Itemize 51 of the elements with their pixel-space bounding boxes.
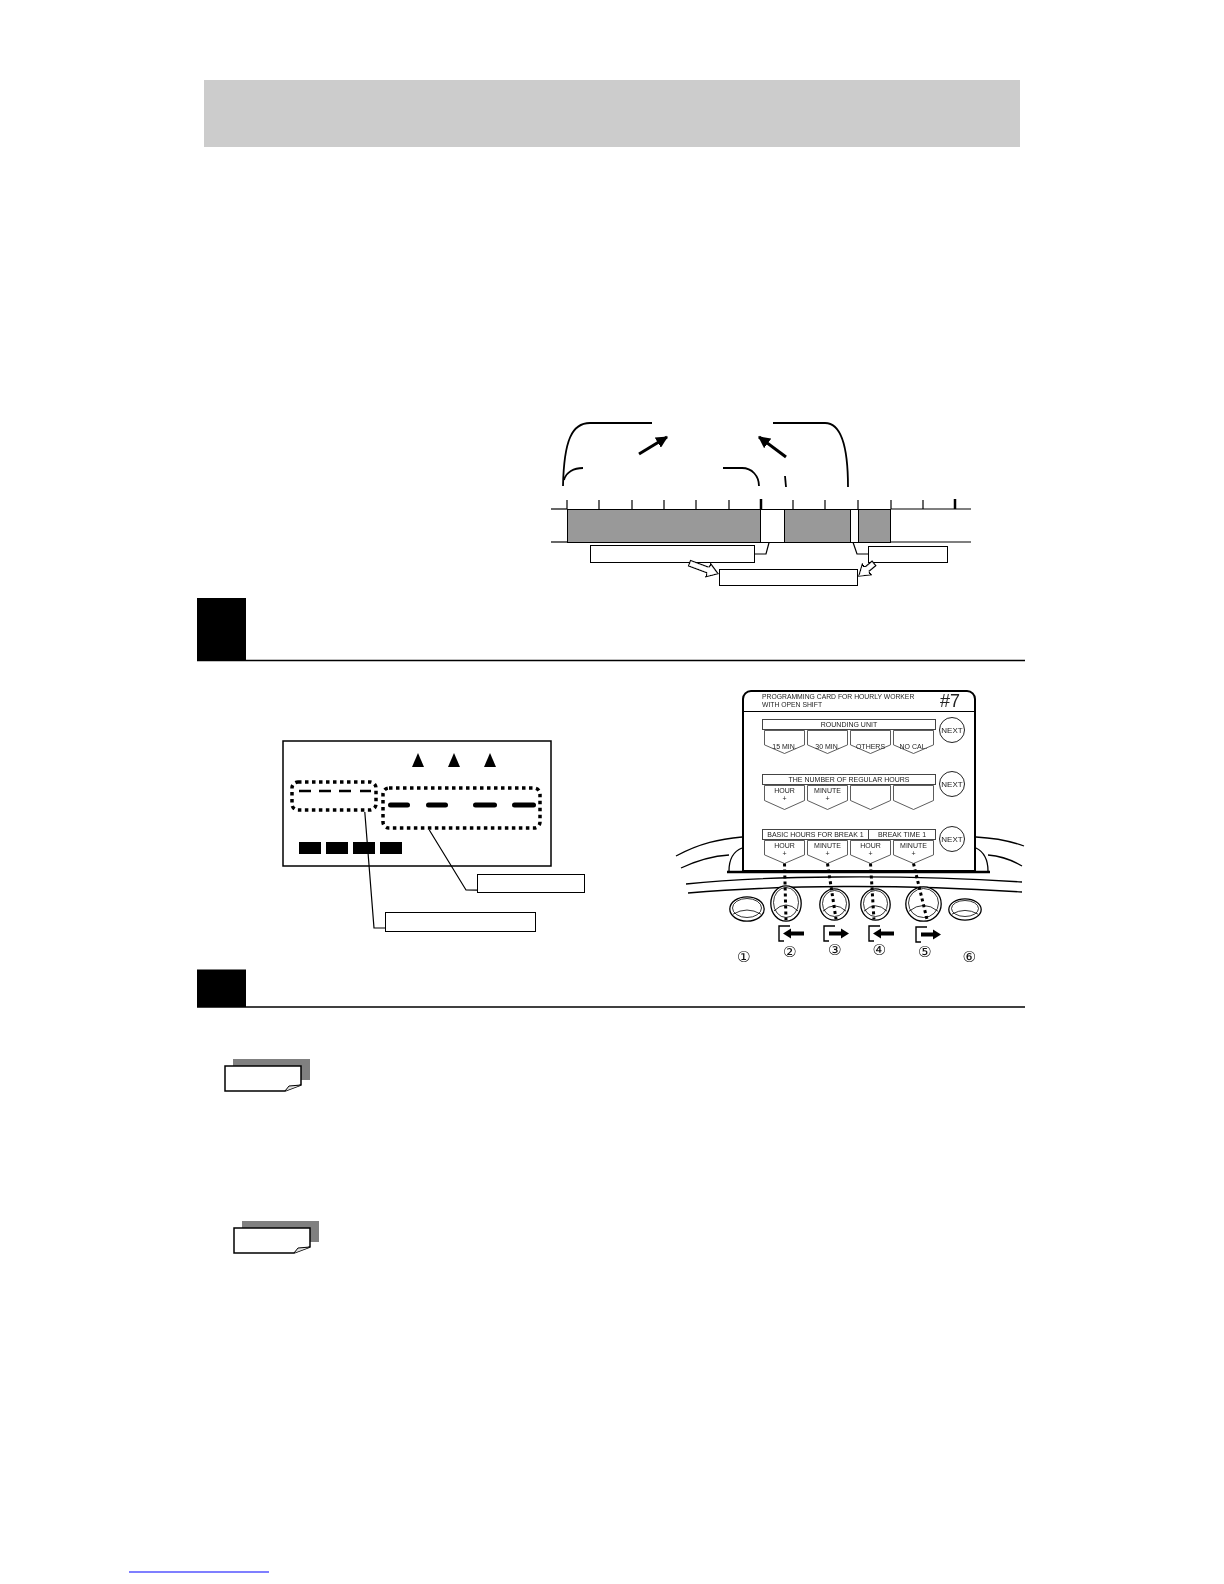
- button-number: ⑤: [918, 942, 932, 962]
- leader-line: [852, 541, 869, 555]
- next-option: NEXT: [939, 826, 965, 852]
- recorder-button: [905, 886, 942, 922]
- timeline-gap: [761, 508, 784, 543]
- leader-line: [364, 811, 386, 929]
- option-tab: [764, 784, 805, 810]
- option-tab: [764, 730, 805, 754]
- option-tab: [764, 839, 805, 864]
- button-number: ⑥: [962, 947, 976, 967]
- dotted-connector: [869, 863, 876, 920]
- next-option: NEXT: [939, 717, 965, 743]
- button-number: ④: [872, 940, 886, 960]
- dotted-connector: [826, 863, 838, 920]
- option-tab: [850, 730, 891, 754]
- option-tab: [850, 839, 891, 864]
- option-tab: [807, 784, 848, 810]
- next-option: NEXT: [939, 771, 965, 797]
- dotted-frame: [381, 786, 542, 830]
- recorder-button: [948, 898, 982, 921]
- option-tab: [807, 730, 848, 754]
- recorder-button: [729, 896, 765, 922]
- blank-label-box: [868, 546, 948, 563]
- hollow-arrow: [687, 559, 719, 578]
- programming-card: [742, 690, 976, 872]
- button-number: ③: [828, 940, 842, 960]
- hollow-arrow: [858, 560, 877, 577]
- leader-line: [428, 829, 478, 891]
- dotted-connector: [783, 863, 788, 921]
- option-tab: [893, 839, 934, 864]
- card-number: #7: [940, 692, 962, 710]
- dotted-connector: [912, 863, 929, 921]
- recorder-button: [819, 888, 850, 921]
- timeline-gap: [851, 508, 858, 543]
- option-tab: [893, 730, 934, 754]
- button-number: ①: [737, 947, 751, 967]
- blank-label-box: [385, 912, 536, 932]
- shaded-bar: [784, 508, 851, 543]
- option-tab: [807, 839, 848, 864]
- recorder-button: [770, 885, 802, 922]
- option-tab: [893, 784, 934, 810]
- dotted-frame: [290, 780, 378, 812]
- blank-label-box: [719, 569, 858, 586]
- blank-label-box: [477, 874, 585, 893]
- leader-line: [754, 541, 770, 555]
- shaded-bar: [567, 508, 761, 543]
- recorder-button: [860, 888, 891, 921]
- option-tab: [850, 784, 891, 810]
- button-number: ②: [783, 942, 797, 962]
- shaded-bar: [858, 508, 891, 543]
- blank-label-box: [590, 545, 755, 563]
